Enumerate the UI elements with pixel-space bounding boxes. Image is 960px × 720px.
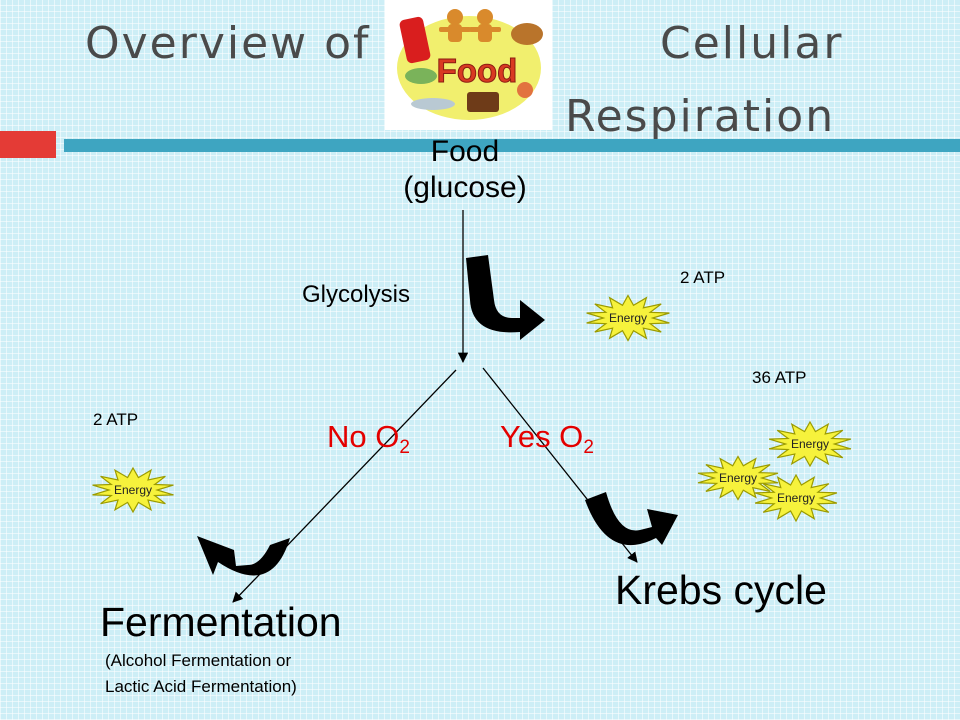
burger-icon [511, 23, 543, 45]
no-oxygen-label: No O2 [327, 419, 410, 457]
svg-text:Energy: Energy [114, 483, 152, 497]
title-cellular: Cellular [660, 18, 844, 69]
krebs-cycle-label: Krebs cycle [615, 567, 827, 613]
glycolysis-label: Glycolysis [302, 281, 411, 308]
no-oxygen-text: No O [327, 419, 400, 454]
oxygen-subscript: 2 [399, 437, 410, 458]
food-label-line: Food [430, 135, 500, 168]
svg-text:Energy: Energy [609, 311, 647, 325]
soda-can-icon [399, 16, 431, 64]
krebs-energy-curved-arrow [585, 492, 678, 546]
yes-oxygen-text: Yes O [500, 419, 584, 454]
energy-burst-glycolysis: Energy [586, 294, 670, 342]
fermentation-label: Fermentation [100, 599, 342, 645]
fermentation-note-line2: Lactic Acid Fermentation) [105, 677, 297, 696]
fermentation-note-line1: (Alcohol Fermentation or [105, 651, 292, 670]
fish-icon [411, 98, 455, 110]
food-glucose-label: Food (glucose) [360, 134, 570, 206]
fermentation-energy-curved-arrow [197, 536, 290, 576]
food-clipart-image: Food [385, 0, 552, 130]
cake-icon [467, 92, 499, 112]
energy-burst-fermentation: Energy [92, 466, 174, 514]
fermentation-atp-label: 2 ATP [93, 410, 139, 429]
shrimp-icon [517, 82, 533, 98]
glycolysis-energy-curved-arrow [466, 255, 545, 340]
svg-text:Energy: Energy [777, 491, 815, 505]
glucose-label-line: (glucose) [403, 171, 527, 204]
energy-release-curved-arrows [197, 255, 678, 576]
title-overview: Overview of [85, 18, 371, 69]
energy-burst-krebs-1: Energy [697, 455, 779, 501]
energy-burst-krebs-2: Energy [768, 420, 852, 468]
title-accent-red-bar [0, 131, 56, 158]
yes-oxygen-label: Yes O2 [500, 419, 594, 457]
glycolysis-atp-label: 2 ATP [680, 268, 726, 287]
energy-burst-group: Energy Energy Energy Energy Energy [92, 294, 852, 523]
title-respiration: Respiration [565, 91, 836, 142]
title-accent-blue-bar [64, 139, 960, 152]
krebs-atp-label: 36 ATP [752, 368, 807, 387]
food-image-label: Food [437, 52, 518, 89]
oxygen-subscript: 2 [583, 437, 594, 458]
energy-burst-krebs-3: Energy [754, 473, 838, 523]
salad-icon [405, 68, 437, 84]
svg-text:Energy: Energy [719, 471, 757, 485]
svg-text:Energy: Energy [791, 437, 829, 451]
gingerbread-figures-icon [439, 9, 501, 42]
